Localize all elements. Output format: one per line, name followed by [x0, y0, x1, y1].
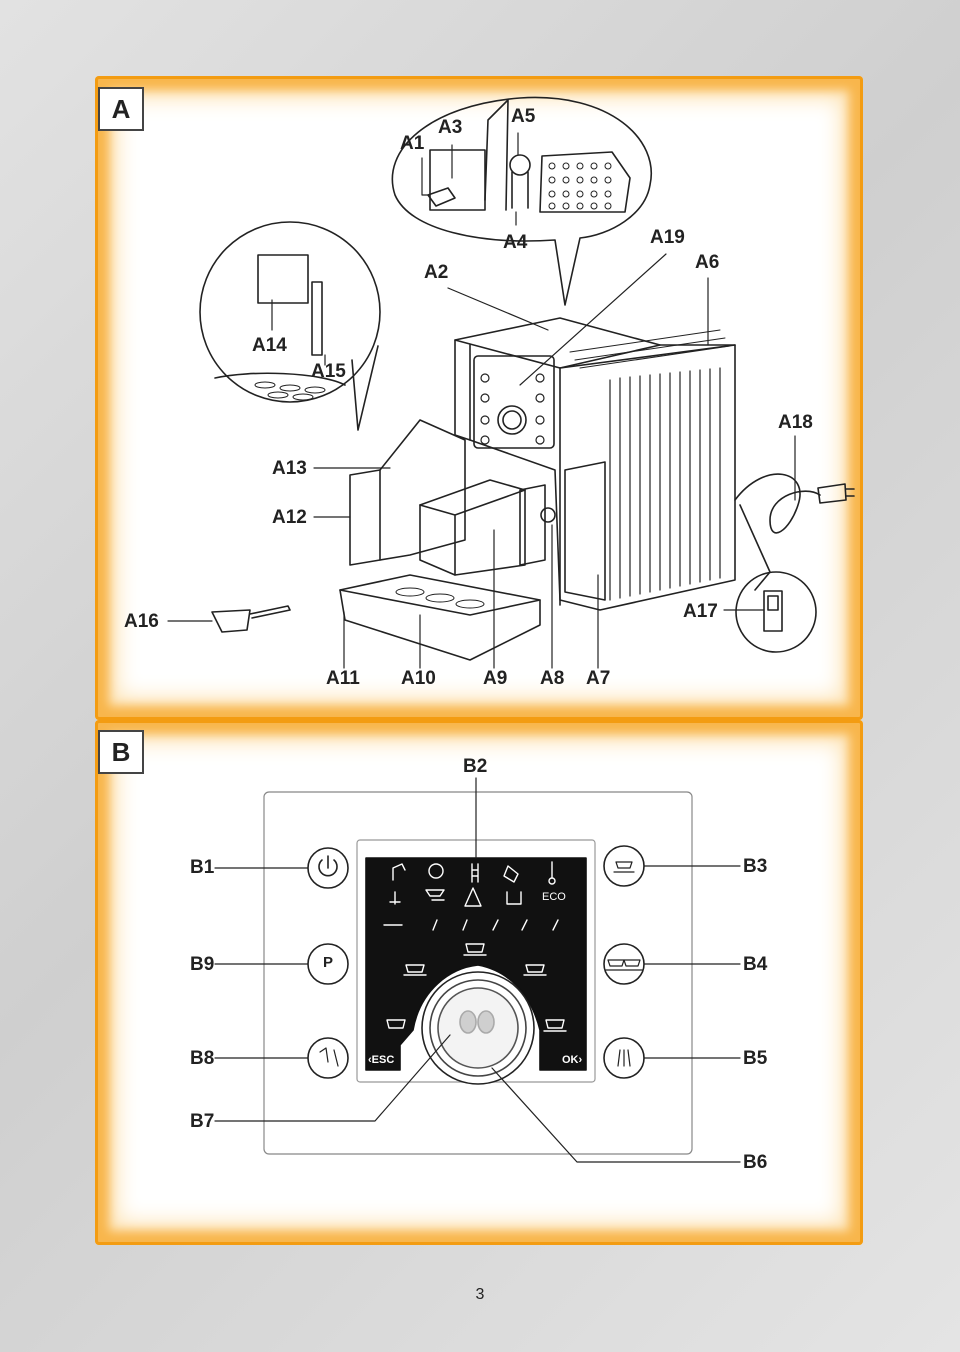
coffee-machine-illustration — [199, 96, 855, 661]
callout-a10: A10 — [401, 668, 436, 689]
callout-a19: A19 — [650, 227, 685, 248]
callout-b3: B3 — [743, 856, 768, 877]
callout-b9: B9 — [190, 954, 215, 975]
callout-a12: A12 — [272, 507, 307, 528]
callout-a2: A2 — [424, 262, 449, 283]
callout-b5: B5 — [743, 1048, 768, 1069]
callout-a13: A13 — [272, 458, 307, 479]
eco-label: ECO — [542, 891, 566, 903]
callout-a4: A4 — [503, 232, 528, 253]
callout-a6: A6 — [695, 252, 720, 273]
esc-label: ‹ESC — [368, 1054, 395, 1066]
callout-a11: A11 — [326, 668, 360, 689]
callout-b4: B4 — [743, 954, 768, 975]
callout-a18: A18 — [778, 412, 813, 433]
callout-a17: A17 — [683, 601, 718, 622]
page-number: 3 — [475, 1286, 485, 1303]
ok-label: OK› — [562, 1054, 583, 1066]
callout-a14: A14 — [252, 335, 287, 356]
callout-b8: B8 — [190, 1048, 215, 1069]
callout-a15: A15 — [311, 361, 346, 382]
callout-b6: B6 — [743, 1152, 768, 1173]
p-button-label: P — [322, 954, 333, 971]
callout-a5: A5 — [511, 106, 536, 127]
panel-b-label: B — [98, 730, 144, 774]
callout-a9: A9 — [483, 668, 508, 689]
callout-b1: B1 — [190, 857, 215, 878]
callout-a3: A3 — [438, 117, 463, 138]
callout-a7: A7 — [586, 668, 611, 689]
callout-a1: A1 — [400, 133, 425, 154]
callout-a8: A8 — [540, 668, 565, 689]
panel-b-leader-lines — [214, 777, 741, 1163]
panel-a-leader-lines — [167, 132, 796, 669]
panel-a-label: A — [98, 87, 144, 131]
callout-a16: A16 — [124, 611, 159, 632]
control-panel-illustration — [263, 791, 693, 1155]
callout-b2: B2 — [463, 756, 488, 777]
callout-b7: B7 — [190, 1111, 215, 1132]
